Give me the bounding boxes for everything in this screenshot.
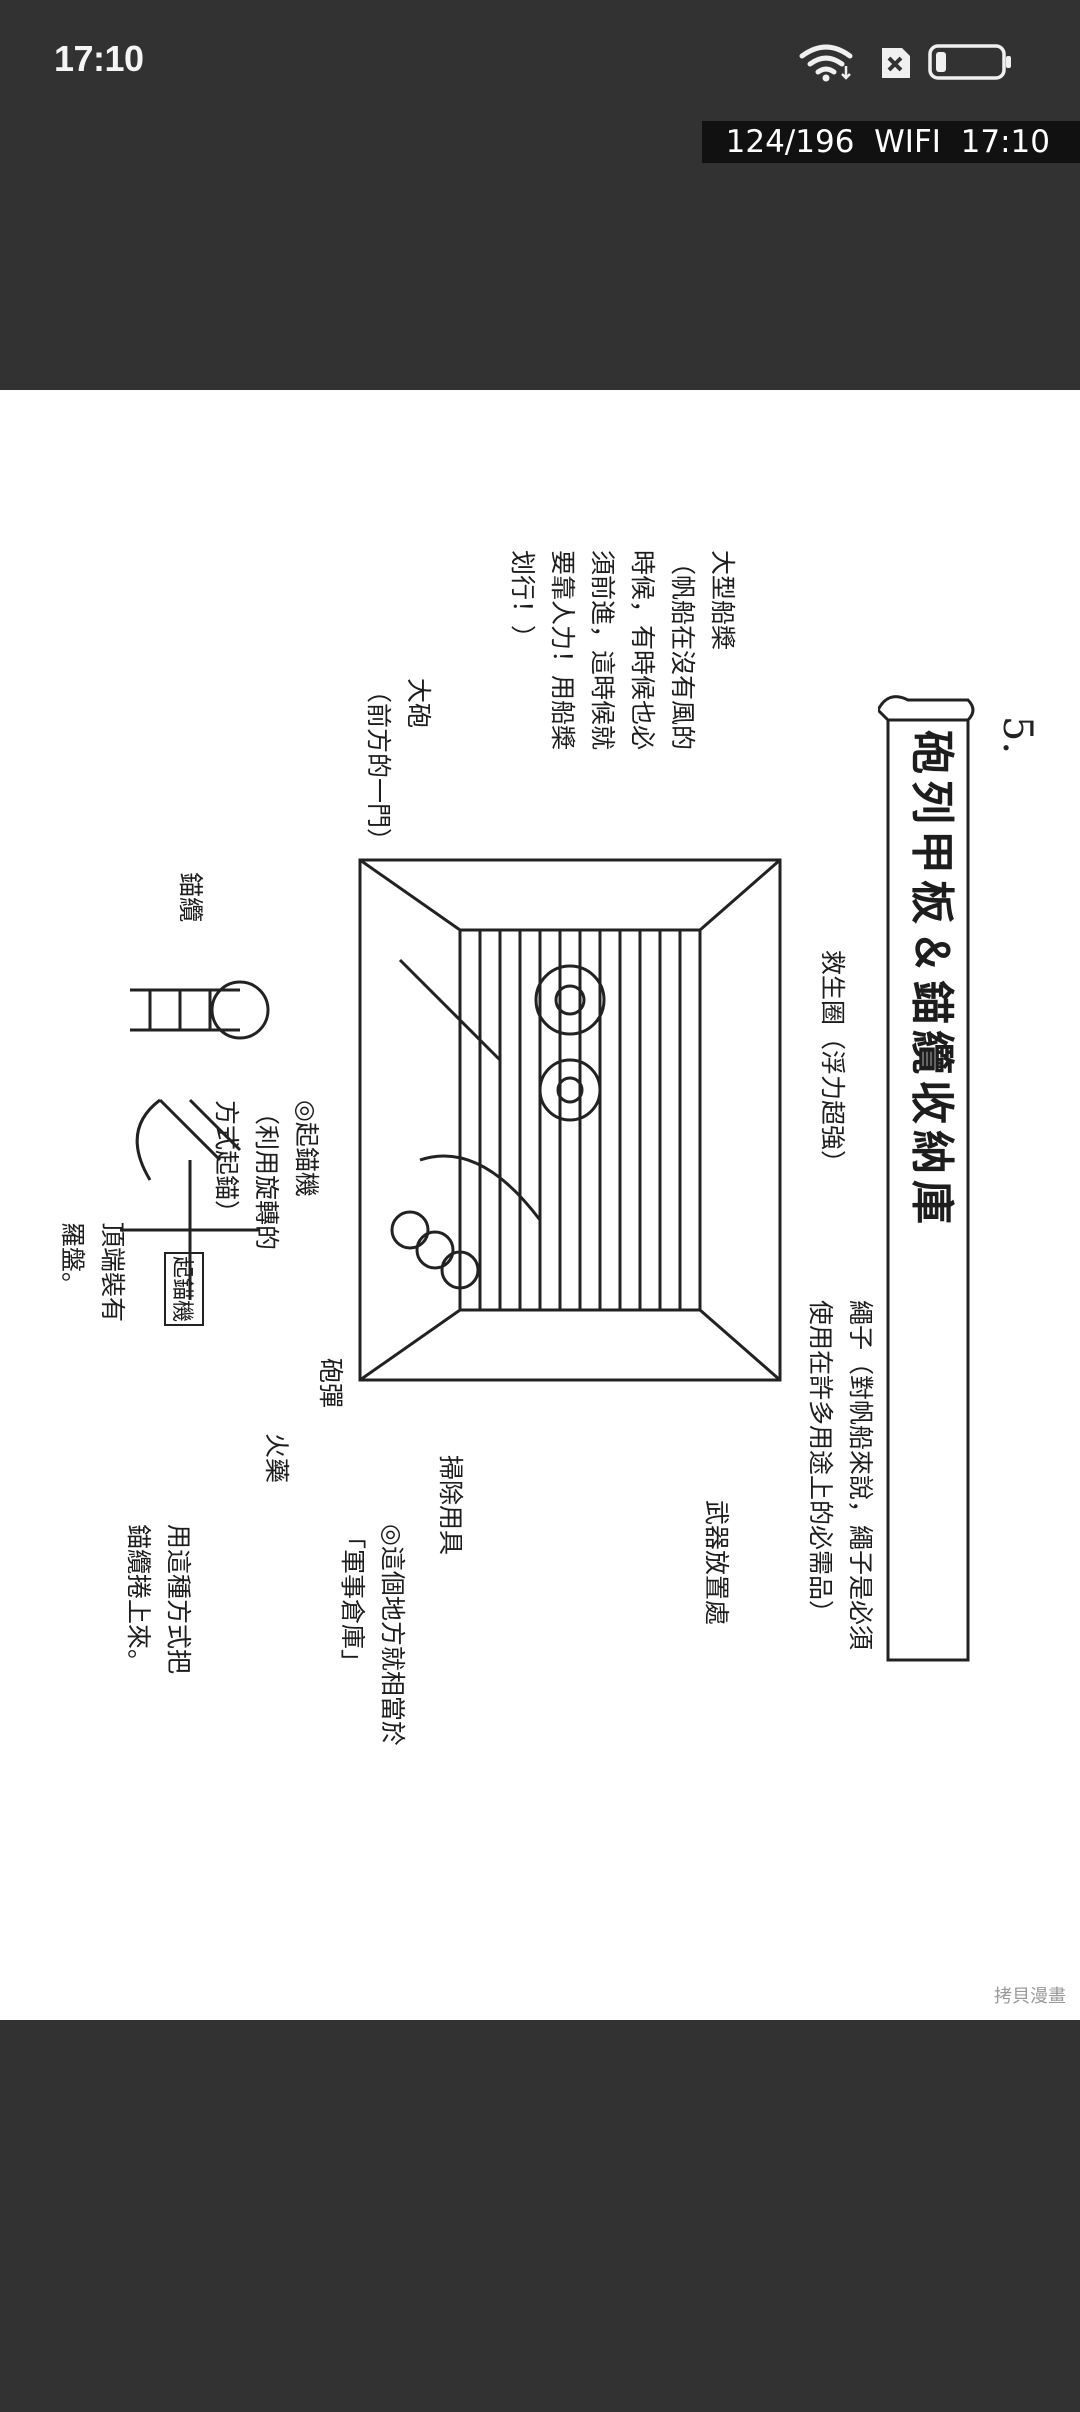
network-status: WIFI [874, 124, 941, 160]
annotation-rope: 繩子（對帆船來說，繩子是必須 使用在許多用途上的必需品） [806, 1300, 875, 1651]
annotation-weapons: 武器放置處 [702, 1500, 731, 1626]
page-number: 5. [994, 715, 1041, 755]
wifi-icon [799, 44, 853, 82]
annotation-armory: ◎這個地方就相當於 「軍事倉庫」 [338, 1524, 407, 1746]
annotation-capstan-method: 用這種方式把 錨纜捲上來。 [124, 1524, 193, 1675]
deck-sketch-illustration [358, 858, 782, 1382]
page-title: 砲列甲板＆錨纜收納庫 [906, 730, 957, 1230]
annotation-anchor-rope: 錨纜 [176, 872, 205, 923]
page-counter: 124/196 [725, 124, 855, 160]
status-bar: 17:10 [0, 0, 1080, 120]
battery-icon [928, 44, 1011, 80]
title-scroll-banner [878, 695, 975, 1662]
annotation-gunpowder: 火藥 [262, 1433, 291, 1484]
annotation-oars: 大型船槳 （帆船在沒有風的 時候，有時候也必 須前進，這時候就 要靠人力！用船槳… [508, 550, 737, 751]
annotation-life-ring: 救生圈（浮力超強） [818, 950, 847, 1176]
no-sim-icon [882, 48, 910, 78]
reader-clock: 17:10 [960, 124, 1050, 160]
reader-page-info: 124/196 WIFI 17:10 [702, 121, 1080, 163]
status-time: 17:10 [54, 38, 144, 79]
annotation-cannon: 大砲 （前方的一門） [364, 678, 433, 854]
watermark: 拷貝漫畫 [994, 1986, 1066, 2007]
annotation-cannonball: 砲彈 [316, 1358, 345, 1409]
manga-page[interactable]: 5. 砲列甲板＆錨纜收納庫 大型船槳 （帆船在沒有風的 時候，有時候也必 須前進… [0, 390, 1080, 2020]
anchor-sketch [120, 980, 270, 1300]
annotation-cleaning: 掃除用具 [436, 1455, 465, 1556]
